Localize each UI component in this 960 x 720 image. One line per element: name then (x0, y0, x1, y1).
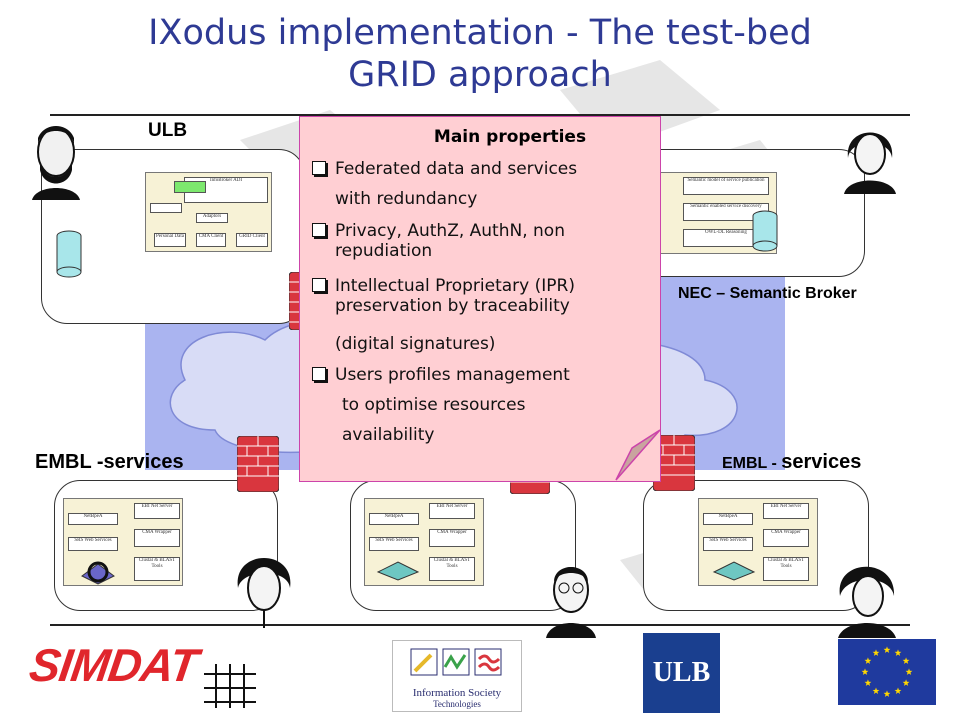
ist-icon (410, 648, 502, 676)
embl-left-mini-diagram: NetBpeA SRS Web Services EBI Net Server … (63, 498, 183, 586)
callout-item-2-cont: repudiation (335, 241, 433, 261)
eu-star (894, 649, 902, 656)
callout-folded-corner (614, 428, 660, 481)
simdat-logo: SIMDAT (26, 639, 201, 691)
nec-label: NEC – Semantic Broker (678, 285, 857, 302)
title-line-2: GRID approach (348, 55, 612, 95)
man-glasses-portrait (546, 567, 596, 638)
ulb-mini-diagram: InfoBroker ADI Adaptors Personal Data CM… (145, 172, 272, 252)
eu-star (883, 646, 891, 653)
eu-star (872, 649, 880, 656)
eu-star (861, 668, 869, 675)
page-title: IXodus implementation - The test-bed GRI… (0, 12, 960, 96)
nec-database-icon (752, 210, 778, 252)
title-line-1: IXodus implementation - The test-bed (148, 13, 812, 53)
eu-star (872, 687, 880, 694)
woman-top-right-portrait (844, 132, 896, 194)
callout-item-2: Privacy, AuthZ, AuthN, non (312, 221, 565, 241)
callout-item-4-cont: to optimise resources (342, 395, 526, 415)
ulb-label: ULB (148, 120, 188, 141)
callout-item-3-text: Intellectual Proprietary (IPR) (335, 276, 575, 296)
callout-item-3-cont: preservation by traceability (335, 296, 570, 316)
callout-item-1-text: Federated data and services (335, 159, 578, 179)
embl-right-shape-icon (712, 561, 756, 581)
eu-flag-icon (838, 639, 936, 705)
information-society-logo: Information Society Technologies (392, 640, 522, 712)
bottom-divider (50, 624, 910, 626)
eu-star (883, 690, 891, 697)
simdat-grid-icon (204, 664, 256, 708)
ist-line-1: Information Society (412, 687, 502, 699)
top-divider (50, 114, 910, 116)
main-properties-callout: Main properties Federated data and servi… (299, 116, 661, 482)
callout-item-4-cont-2: availability (342, 425, 435, 445)
eu-star (905, 668, 913, 675)
eu-star (864, 679, 872, 686)
checkbox-bullet-icon (312, 278, 326, 292)
callout-item-1-cont: with redundancy (335, 189, 478, 209)
eu-star (902, 657, 910, 664)
ist-text: Information Society Technologies (393, 687, 521, 709)
embl-right-label: EMBL - services (722, 451, 861, 474)
checkbox-bullet-icon (312, 367, 326, 381)
eu-star (864, 657, 872, 664)
checkbox-bullet-icon (312, 223, 326, 237)
woman-bottom-right-portrait (838, 566, 896, 638)
embl-right-label-suffix: services (781, 451, 862, 473)
callout-item-4: Users profiles management (312, 365, 570, 385)
embl-left-refresh-icon (81, 561, 115, 585)
eu-star (894, 687, 902, 694)
callout-item-3-cont-2: (digital signatures) (335, 334, 496, 354)
man-bearded-portrait (32, 126, 80, 200)
woman-bottom-left-portrait (237, 558, 291, 628)
ulb-logo: ULB (643, 633, 720, 713)
ist-line-2: Technologies (433, 699, 481, 709)
embl-left-label: EMBL -services (35, 451, 184, 473)
eu-star (902, 679, 910, 686)
callout-item-3: Intellectual Proprietary (IPR) (312, 276, 575, 296)
embl-middle-shape-icon (376, 561, 420, 581)
embl-right-label-prefix: EMBL - (722, 455, 782, 472)
checkbox-bullet-icon (312, 161, 326, 175)
firewall-bottom-left-icon (237, 436, 279, 492)
callout-item-2-text: Privacy, AuthZ, AuthN, non (335, 221, 565, 241)
ulb-database-icon (56, 230, 82, 278)
callout-heading: Main properties (433, 127, 587, 147)
callout-item-4-text: Users profiles management (335, 365, 570, 385)
callout-item-1: Federated data and services (312, 159, 577, 179)
